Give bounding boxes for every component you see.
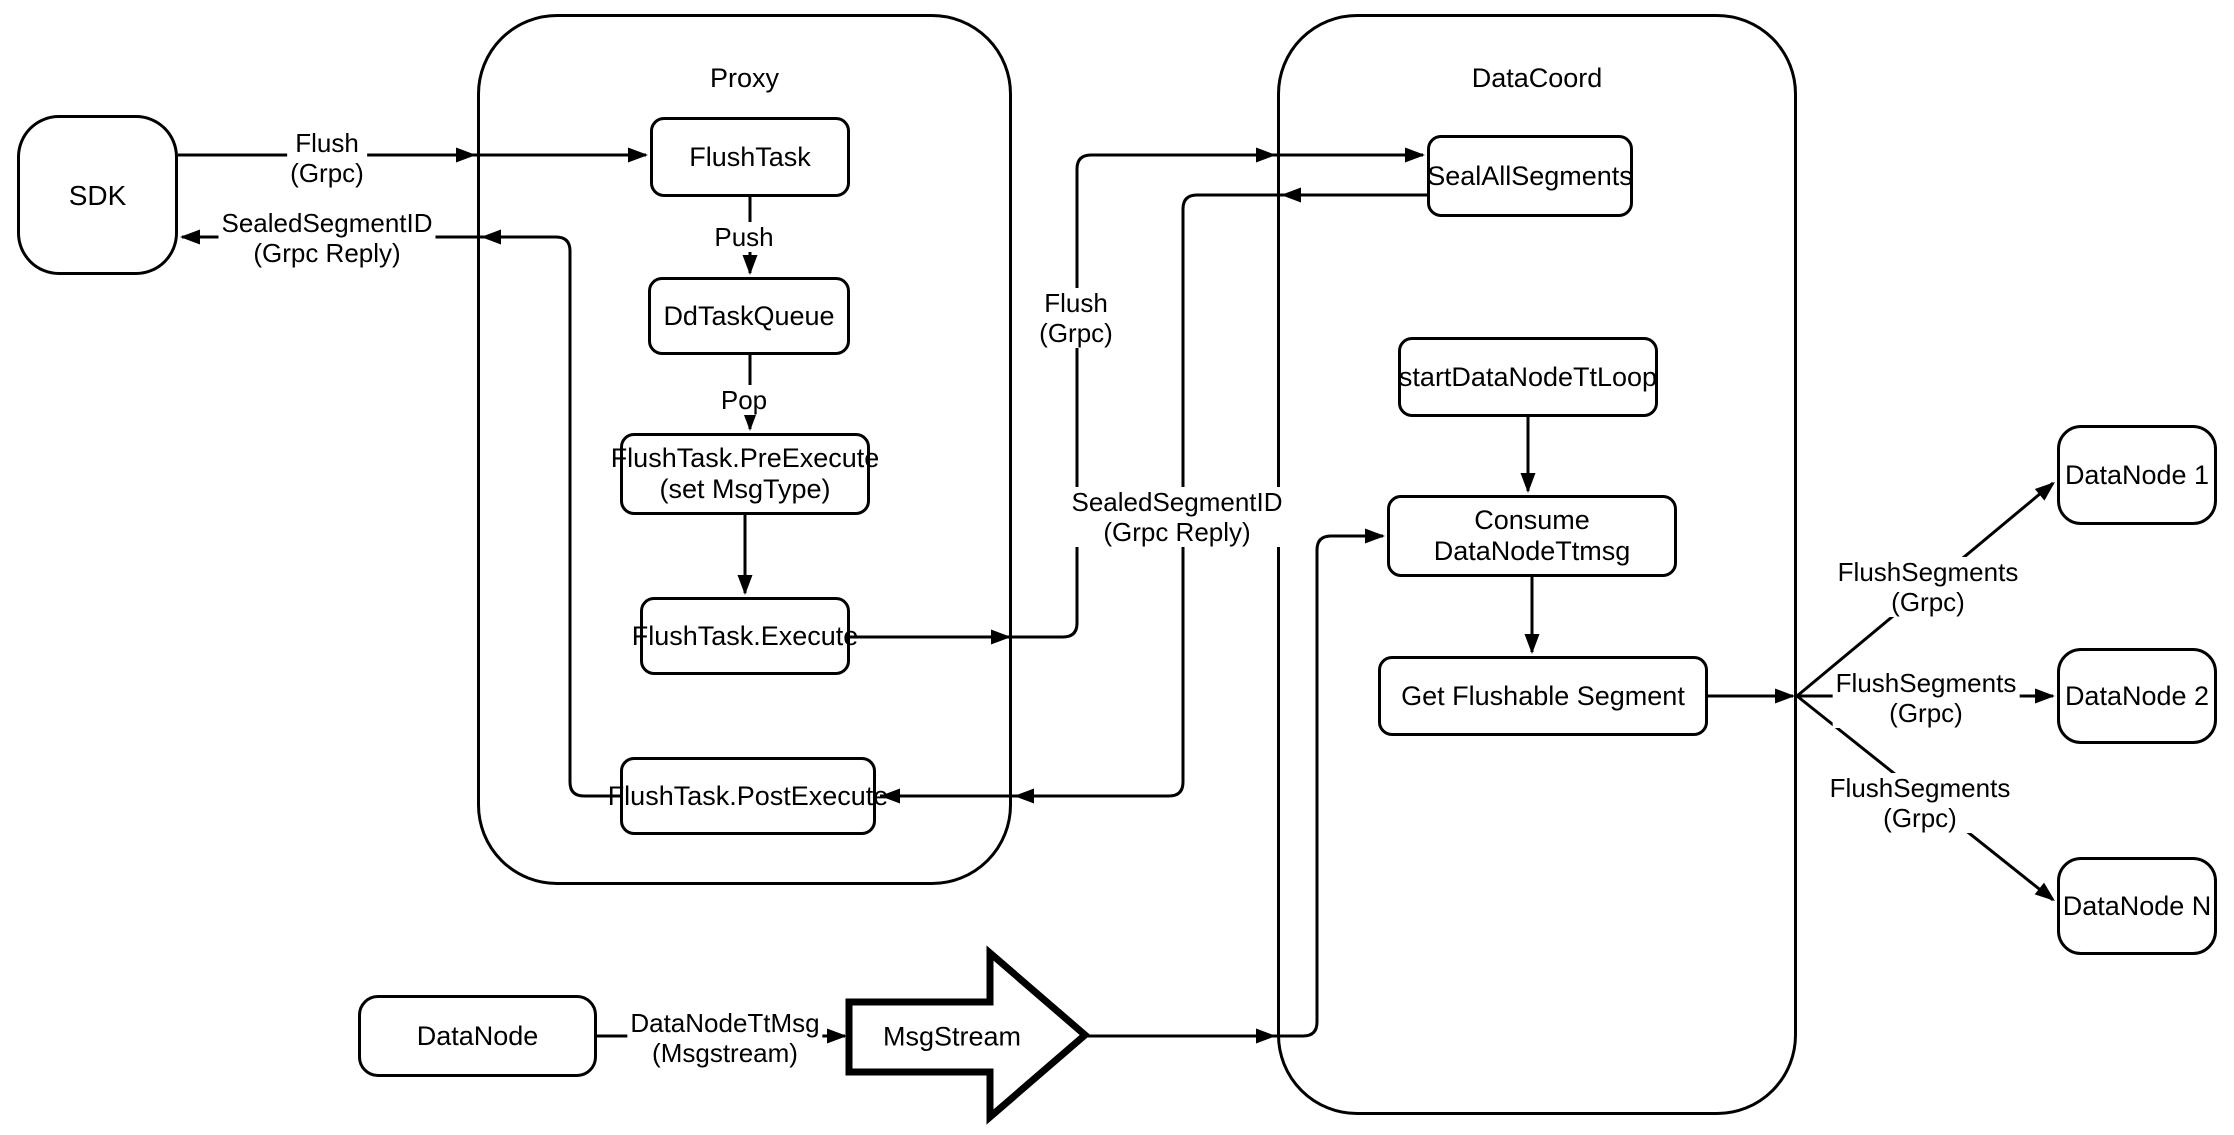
node-pre-execute-label-line1: FlushTask.PreExecute (610, 443, 880, 473)
node-flush-task: FlushTask (650, 117, 850, 197)
node-dd-task-queue-label: DdTaskQueue (663, 300, 835, 331)
edge-postexecute-sdk (182, 235, 620, 798)
node-get-flushable-segment-label: Get Flushable Segment (1401, 680, 1685, 711)
node-data-node-source-label: DataNode (416, 1020, 539, 1051)
label-flush-segments-2-line1: FlushSegments (1835, 668, 2017, 698)
node-sdk: SDK (17, 115, 178, 275)
label-flush-segments-3-line1: FlushSegments (1829, 773, 2011, 803)
label-sealed-segment-id-sdk: SealedSegmentID (Grpc Reply) (218, 208, 436, 268)
label-flush-grpc-datacoord-line1: Flush (1044, 288, 1108, 318)
label-flush-segments-2: FlushSegments (Grpc) (1832, 668, 2020, 728)
label-flush-segments-3-line2: (Grpc) (1883, 803, 1957, 833)
node-seal-all-segments: SealAllSegments (1427, 135, 1633, 217)
node-get-flushable-segment: Get Flushable Segment (1378, 656, 1708, 736)
node-data-node-n: DataNode N (2057, 857, 2217, 955)
label-pop-text: Pop (720, 385, 768, 415)
arrowheads (180, 147, 2055, 1044)
label-flush-segments-3: FlushSegments (Grpc) (1826, 773, 2014, 833)
label-push-text: Push (714, 222, 774, 252)
label-flush-segments-1-line2: (Grpc) (1891, 587, 1965, 617)
label-flush-grpc-sdk-line1: Flush (295, 128, 359, 158)
label-flush-segments-1-line1: FlushSegments (1837, 557, 2019, 587)
node-seal-all-segments-label: SealAllSegments (1427, 160, 1633, 191)
label-data-node-tt-msg-line1: DataNodeTtMsg (630, 1008, 820, 1038)
proxy-container-title: Proxy (709, 63, 780, 93)
node-sdk-label: SDK (68, 179, 127, 211)
msgstream-block-arrow (845, 945, 1091, 1125)
node-flush-task-label: FlushTask (689, 141, 811, 172)
node-consume-data-node-ttmsg-label: Consume DataNodeTtmsg (1433, 505, 1631, 566)
node-data-node-1: DataNode 1 (2057, 425, 2217, 525)
label-push: Push (711, 222, 777, 252)
label-data-node-tt-msg-line2: (Msgstream) (652, 1038, 798, 1068)
label-flush-segments-2-line2: (Grpc) (1889, 698, 1963, 728)
node-start-data-node-tt-loop-label: startDataNodeTtLoop (1398, 361, 1658, 392)
datacoord-container-title: DataCoord (1471, 63, 1603, 93)
node-consume-data-node-ttmsg: Consume DataNodeTtmsg (1387, 495, 1677, 577)
proxy-container (477, 14, 1012, 885)
label-sealed-segment-id-sdk-line1: SealedSegmentID (221, 208, 433, 238)
node-data-node-n-label: DataNode N (2062, 890, 2212, 921)
node-execute: FlushTask.Execute (632, 597, 858, 675)
label-sealed-segment-id-reply: SealedSegmentID (Grpc Reply) (1068, 487, 1286, 547)
edge-execute-sealall (850, 153, 1423, 639)
node-start-data-node-tt-loop: startDataNodeTtLoop (1398, 337, 1658, 417)
node-data-node-1-label: DataNode 1 (2064, 459, 2210, 490)
datacoord-container (1277, 14, 1797, 1115)
label-flush-grpc-sdk: Flush (Grpc) (287, 128, 367, 188)
node-dd-task-queue: DdTaskQueue (648, 277, 850, 355)
label-flush-grpc-sdk-line2: (Grpc) (290, 158, 364, 188)
node-data-node-2: DataNode 2 (2057, 648, 2217, 744)
label-flush-segments-1: FlushSegments (Grpc) (1834, 557, 2022, 617)
node-data-node-source: DataNode (358, 995, 597, 1077)
label-sealed-segment-id-sdk-line2: (Grpc Reply) (253, 238, 401, 268)
label-flush-grpc-datacoord: Flush (Grpc) (1036, 288, 1116, 348)
label-sealed-segment-id-reply-line1: SealedSegmentID (1071, 487, 1283, 517)
node-pre-execute-label-line2: (set MsgType) (659, 474, 831, 504)
node-post-execute-label: FlushTask.PostExecute (607, 780, 889, 811)
label-pop: Pop (717, 385, 771, 415)
node-execute-label: FlushTask.Execute (631, 620, 859, 651)
node-post-execute: FlushTask.PostExecute (608, 757, 888, 835)
node-data-node-2-label: DataNode 2 (2064, 680, 2210, 711)
msgstream-label: MsgStream (882, 1021, 1022, 1052)
label-sealed-segment-id-reply-line2: (Grpc Reply) (1103, 517, 1251, 547)
label-data-node-tt-msg: DataNodeTtMsg (Msgstream) (627, 1008, 823, 1068)
node-pre-execute: FlushTask.PreExecute (set MsgType) (611, 433, 879, 515)
label-flush-grpc-datacoord-line2: (Grpc) (1039, 318, 1113, 348)
